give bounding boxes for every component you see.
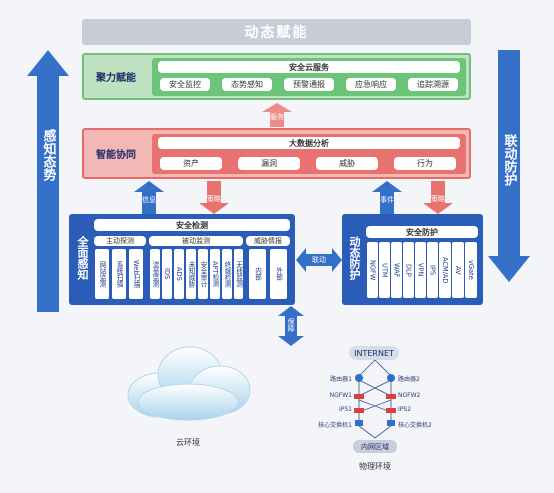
threat-intel-item: 内部: [249, 249, 266, 299]
device-label-right: 路由器2: [398, 376, 420, 383]
threat-intel-item: 外部: [270, 249, 287, 299]
protection-item: DLP: [403, 242, 414, 298]
info-arrow-label: 信息: [142, 196, 156, 204]
protection-item: vGate: [465, 242, 477, 298]
protection-item: IPS: [427, 242, 438, 298]
analysis-item: 行为: [394, 157, 456, 170]
passive-detection-item: 流量监测: [150, 249, 160, 299]
guarantee-label: 保障: [287, 318, 295, 332]
perception-trend-arrow-icon: [27, 50, 69, 312]
security-protection-title: 安全防护: [366, 226, 478, 238]
protection-item: UTM: [379, 242, 390, 298]
device-label-right: IPS2: [398, 406, 412, 413]
security-cloud-service-title: 安全云服务: [158, 61, 460, 73]
detection-group: 被动监测: [149, 236, 243, 246]
cloud-service-item: 追踪溯源: [408, 78, 458, 91]
active-detection-item: 系统扫描: [112, 249, 126, 299]
physical-environment-label: 物理环境: [359, 461, 391, 471]
protection-label: 动态防护: [348, 236, 361, 280]
cloud-service-item: 应急响应: [346, 78, 396, 91]
strategy-left-label: 策略: [207, 195, 221, 203]
device-label-right: 核心交换机2: [398, 422, 432, 429]
big-data-title: 大数据分析: [158, 137, 460, 149]
event-arrow-label: 事件: [380, 196, 394, 204]
protection-item: AV: [452, 242, 464, 298]
linkage-double-arrow-icon: [296, 248, 342, 272]
protection-item: ACM/AD: [439, 242, 451, 298]
cloud-icon: [127, 346, 251, 421]
linkage-protection-arrow-icon: [488, 50, 530, 282]
detection-group: 主动探测: [94, 236, 146, 246]
cloud-environment-label: 云环境: [176, 437, 200, 447]
internet-label: INTERNET: [349, 346, 399, 360]
active-detection-item: Web扫描: [129, 249, 143, 299]
strategy-right-label: 策略: [431, 195, 445, 203]
device-label-right: NGFW2: [398, 392, 421, 399]
cloud-service-item: 态势感知: [222, 78, 272, 91]
header-bar: 动态赋能: [82, 19, 471, 45]
linkage-label: 联动: [312, 255, 326, 264]
perception-label: 全面感知: [76, 236, 89, 280]
protection-item: WAF: [391, 242, 402, 298]
service-arrow-icon: [262, 103, 292, 127]
passive-detection-item: 安全审计: [198, 249, 208, 299]
cloud-service-item: 预警通报: [284, 78, 334, 91]
strategy-down-arrow-icon: [199, 181, 229, 214]
protection-item: NGFW: [367, 242, 378, 298]
active-detection-item: 网站监测: [95, 249, 109, 299]
passive-detection-item: 未知威胁: [186, 249, 196, 299]
event-up-arrow-icon: [372, 181, 402, 214]
empower-band-label: 聚力赋能: [96, 72, 136, 84]
protection-item: VPN: [415, 242, 426, 298]
info-up-arrow-icon: [134, 181, 164, 214]
cloud-service-item: 安全监控: [160, 78, 210, 91]
passive-detection-item: IDS: [162, 249, 172, 299]
service-arrow-label: 服务: [270, 113, 284, 121]
device-label-left: NGFW1: [329, 392, 352, 399]
intranet-zone-label: 内网区域: [353, 440, 397, 453]
guarantee-double-arrow-icon: [278, 306, 304, 346]
passive-detection-item: 终端检测: [222, 249, 232, 299]
collaboration-band-label: 智能协同: [96, 149, 136, 161]
strategy-right-down-arrow-icon: [423, 181, 453, 214]
left-arrow-label: 感知态势: [40, 129, 56, 181]
security-detection-title: 安全检测: [94, 219, 290, 231]
page-title: 动态赋能: [244, 25, 309, 41]
detection-group: 威胁情报: [246, 236, 290, 246]
passive-detection-item: APT检测: [210, 249, 220, 299]
device-label-left: 核心交换机1: [318, 422, 352, 429]
passive-detection-item: 无线监测: [234, 249, 243, 299]
network-topology-icon: [354, 360, 396, 439]
analysis-item: 威胁: [316, 157, 378, 170]
device-label-left: 路由器1: [330, 376, 352, 383]
device-label-left: IPS1: [338, 406, 352, 413]
analysis-item: 资产: [160, 157, 222, 170]
analysis-item: 漏洞: [238, 157, 300, 170]
passive-detection-item: ADS: [174, 249, 184, 299]
right-arrow-label: 联动防护: [501, 134, 517, 186]
